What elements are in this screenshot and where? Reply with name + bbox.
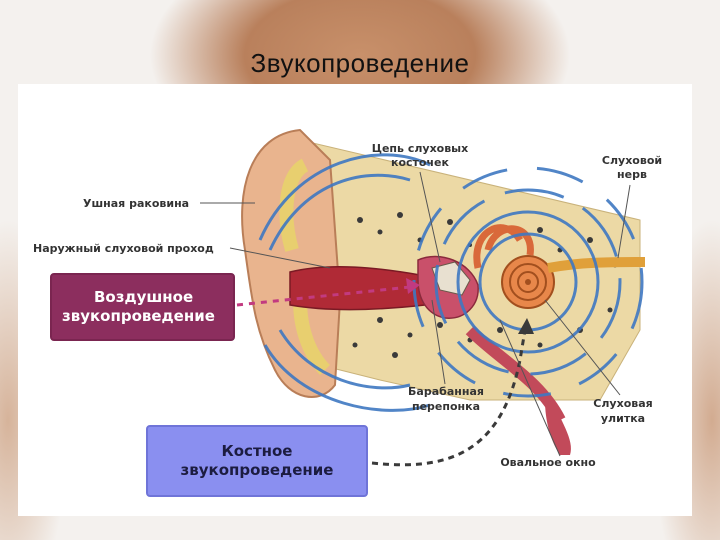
- label-oval-window: Овальное окно: [500, 456, 596, 469]
- semicircular-canals: [473, 224, 534, 269]
- air-conduction-line1: Воздушное: [94, 288, 194, 306]
- bone-conduction-arrow: [371, 318, 534, 467]
- label-cochlea-line2: улитка: [601, 412, 645, 425]
- label-cochlea-line1: Слуховая: [593, 397, 652, 410]
- label-pinna: Ушная раковина: [83, 197, 189, 210]
- ossicles: [431, 261, 471, 296]
- air-conduction-line2: звукопроведение: [62, 307, 215, 325]
- label-nerve-line2: нерв: [617, 168, 647, 181]
- air-conduction-box: Воздушное звукопроведение: [50, 273, 235, 341]
- label-nerve-line1: Слуховой: [602, 154, 662, 167]
- bone-pores: [352, 212, 618, 358]
- bone-conduction-box: Костное звукопроведение: [146, 425, 368, 497]
- label-ossicles-line1: Цепь слуховых: [372, 142, 468, 155]
- pharynx: [545, 395, 571, 455]
- cochlea: [501, 255, 555, 309]
- bone-conduction-line1: Костное: [221, 442, 293, 460]
- bone-conduction-line2: звукопроведение: [180, 461, 334, 479]
- pinna: [241, 128, 342, 398]
- leader-lines: [200, 171, 631, 457]
- slide-title: Звукопроведение: [250, 48, 470, 78]
- label-eardrum-line1: Барабанная: [408, 385, 484, 398]
- air-conduction-arrow: [236, 278, 420, 307]
- label-ossicles-line2: косточек: [391, 156, 449, 169]
- label-ear-canal: Наружный слуховой проход: [33, 242, 214, 255]
- label-eardrum-line2: перепонка: [412, 400, 480, 413]
